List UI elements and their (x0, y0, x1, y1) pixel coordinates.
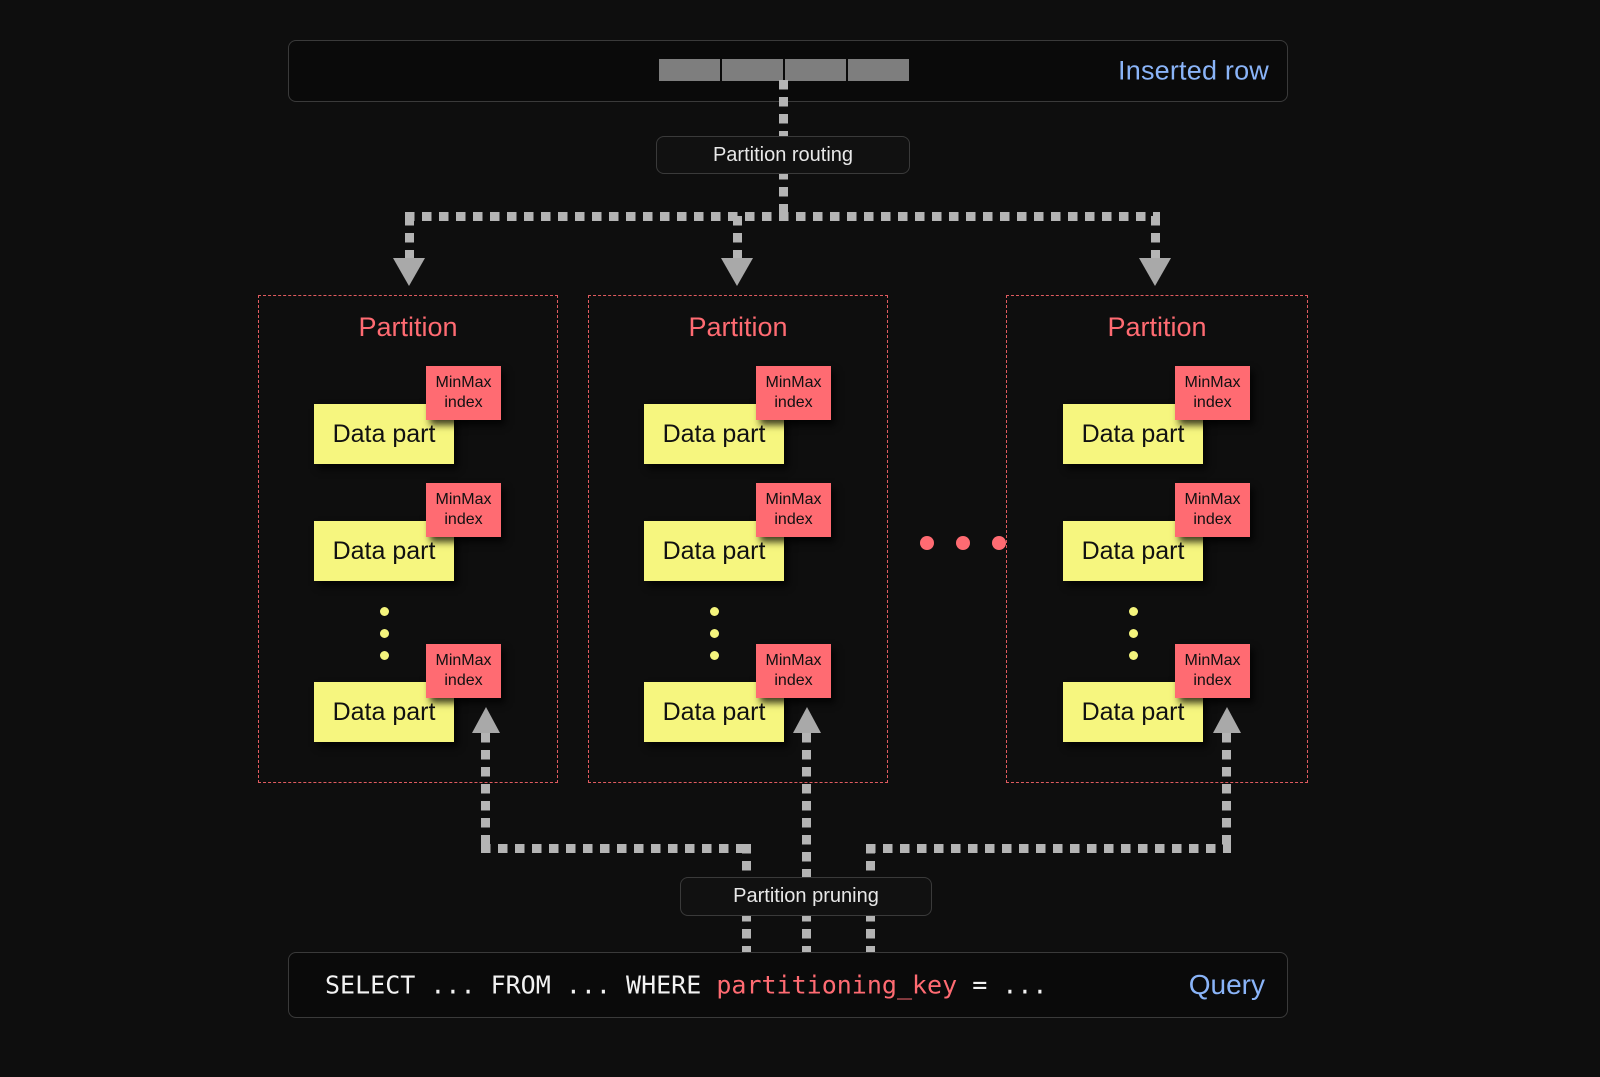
minmax-index-line1: MinMax (435, 652, 492, 670)
partition-title: Partition (688, 312, 788, 342)
ellipsis-dot (710, 607, 719, 616)
minmax-index-box: MinMax index (756, 644, 831, 698)
arrow-into-partition-0 (393, 258, 425, 286)
query-label: Query (1188, 969, 1265, 1000)
minmax-index-line1: MinMax (765, 652, 822, 670)
minmax-index-box: MinMax index (756, 483, 831, 537)
partition-ellipsis (920, 536, 1006, 550)
row-cell (659, 59, 720, 81)
inserted-row-panel: Inserted row (288, 40, 1288, 102)
minmax-index-box: MinMax index (1175, 366, 1250, 420)
connector-pruning-bus-left (481, 844, 747, 853)
minmax-index-line1: MinMax (765, 374, 822, 392)
partition-box[interactable]: Partition MinMax index Data part MinMax … (258, 295, 558, 783)
arrow-into-partition-1-bottom (793, 707, 821, 733)
partition-box[interactable]: Partition MinMax index Data part MinMax … (588, 295, 888, 783)
data-part-ellipsis (710, 607, 719, 660)
ellipsis-dot (956, 536, 970, 550)
ellipsis-dot (1129, 607, 1138, 616)
arrow-into-partition-2-bottom (1213, 707, 1241, 733)
connector-pruning-bus-right (866, 844, 1231, 853)
minmax-index-box: MinMax index (426, 366, 501, 420)
partition-box[interactable]: Partition MinMax index Data part MinMax … (1006, 295, 1308, 783)
ellipsis-dot (380, 651, 389, 660)
connector-query-to-pruning-center (802, 912, 811, 956)
minmax-index-box: MinMax index (1175, 483, 1250, 537)
minmax-index-line2: index (774, 672, 813, 689)
connector-bus-to-partition-1 (733, 216, 742, 262)
connector-routing-to-bus (779, 170, 788, 220)
partition-routing-label: Partition routing (656, 136, 910, 174)
data-part-ellipsis (1129, 607, 1138, 660)
ellipsis-dot (380, 629, 389, 638)
partition-title: Partition (358, 312, 458, 342)
inserted-row-label: Inserted row (1118, 55, 1269, 86)
minmax-index-line1: MinMax (1184, 652, 1241, 670)
arrow-into-partition-1 (721, 258, 753, 286)
partition-title: Partition (1107, 312, 1207, 342)
ellipsis-dot (710, 651, 719, 660)
data-part-ellipsis (380, 607, 389, 660)
arrow-into-partition-2 (1139, 258, 1171, 286)
minmax-index-box: MinMax index (1175, 644, 1250, 698)
minmax-index-line2: index (444, 511, 483, 528)
connector-pruning-bus-right-drop (866, 844, 875, 889)
row-cell (722, 59, 783, 81)
minmax-index-line1: MinMax (435, 374, 492, 392)
connector-routing-bus (405, 212, 1160, 221)
minmax-index-line2: index (774, 511, 813, 528)
minmax-index-line1: MinMax (1184, 491, 1241, 509)
minmax-index-line1: MinMax (435, 491, 492, 509)
minmax-index-box: MinMax index (756, 366, 831, 420)
connector-bus-to-partition-2 (1151, 216, 1160, 262)
arrow-into-partition-0-bottom (472, 707, 500, 733)
minmax-index-line2: index (444, 394, 483, 411)
minmax-index-line1: MinMax (765, 491, 822, 509)
row-cell (848, 59, 909, 81)
minmax-index-line2: index (1193, 394, 1232, 411)
connector-bus-to-partition-0 (405, 216, 414, 262)
sql-suffix: = ... (957, 970, 1048, 1000)
connector-pruning-to-partition-1 (802, 733, 811, 889)
sql-prefix: SELECT ... FROM ... WHERE (325, 970, 717, 1000)
connector-pruning-bus-left-drop (742, 844, 751, 889)
minmax-index-line2: index (1193, 511, 1232, 528)
partition-pruning-label: Partition pruning (680, 877, 932, 916)
minmax-index-line2: index (774, 394, 813, 411)
ellipsis-dot (1129, 651, 1138, 660)
minmax-index-box: MinMax index (426, 644, 501, 698)
ellipsis-dot (380, 607, 389, 616)
connector-pruning-to-partition-2 (1222, 733, 1231, 849)
ellipsis-dot (920, 536, 934, 550)
connector-query-to-pruning-left (742, 912, 751, 956)
data-part-box: Data part (644, 682, 784, 742)
minmax-index-line2: index (1193, 672, 1232, 689)
query-panel: SELECT ... FROM ... WHERE partitioning_k… (288, 952, 1288, 1018)
sql-partitioning-key: partitioning_key (716, 970, 958, 1000)
minmax-index-line1: MinMax (1184, 374, 1241, 392)
inserted-row-cells (659, 59, 909, 81)
minmax-index-line2: index (444, 672, 483, 689)
minmax-index-box: MinMax index (426, 483, 501, 537)
ellipsis-dot (1129, 629, 1138, 638)
connector-query-to-pruning-right (866, 912, 875, 956)
connector-row-to-routing (779, 80, 788, 140)
ellipsis-dot (710, 629, 719, 638)
query-sql-text: SELECT ... FROM ... WHERE partitioning_k… (325, 971, 1047, 1000)
connector-pruning-to-partition-0 (481, 733, 490, 849)
row-cell (785, 59, 846, 81)
ellipsis-dot (992, 536, 1006, 550)
